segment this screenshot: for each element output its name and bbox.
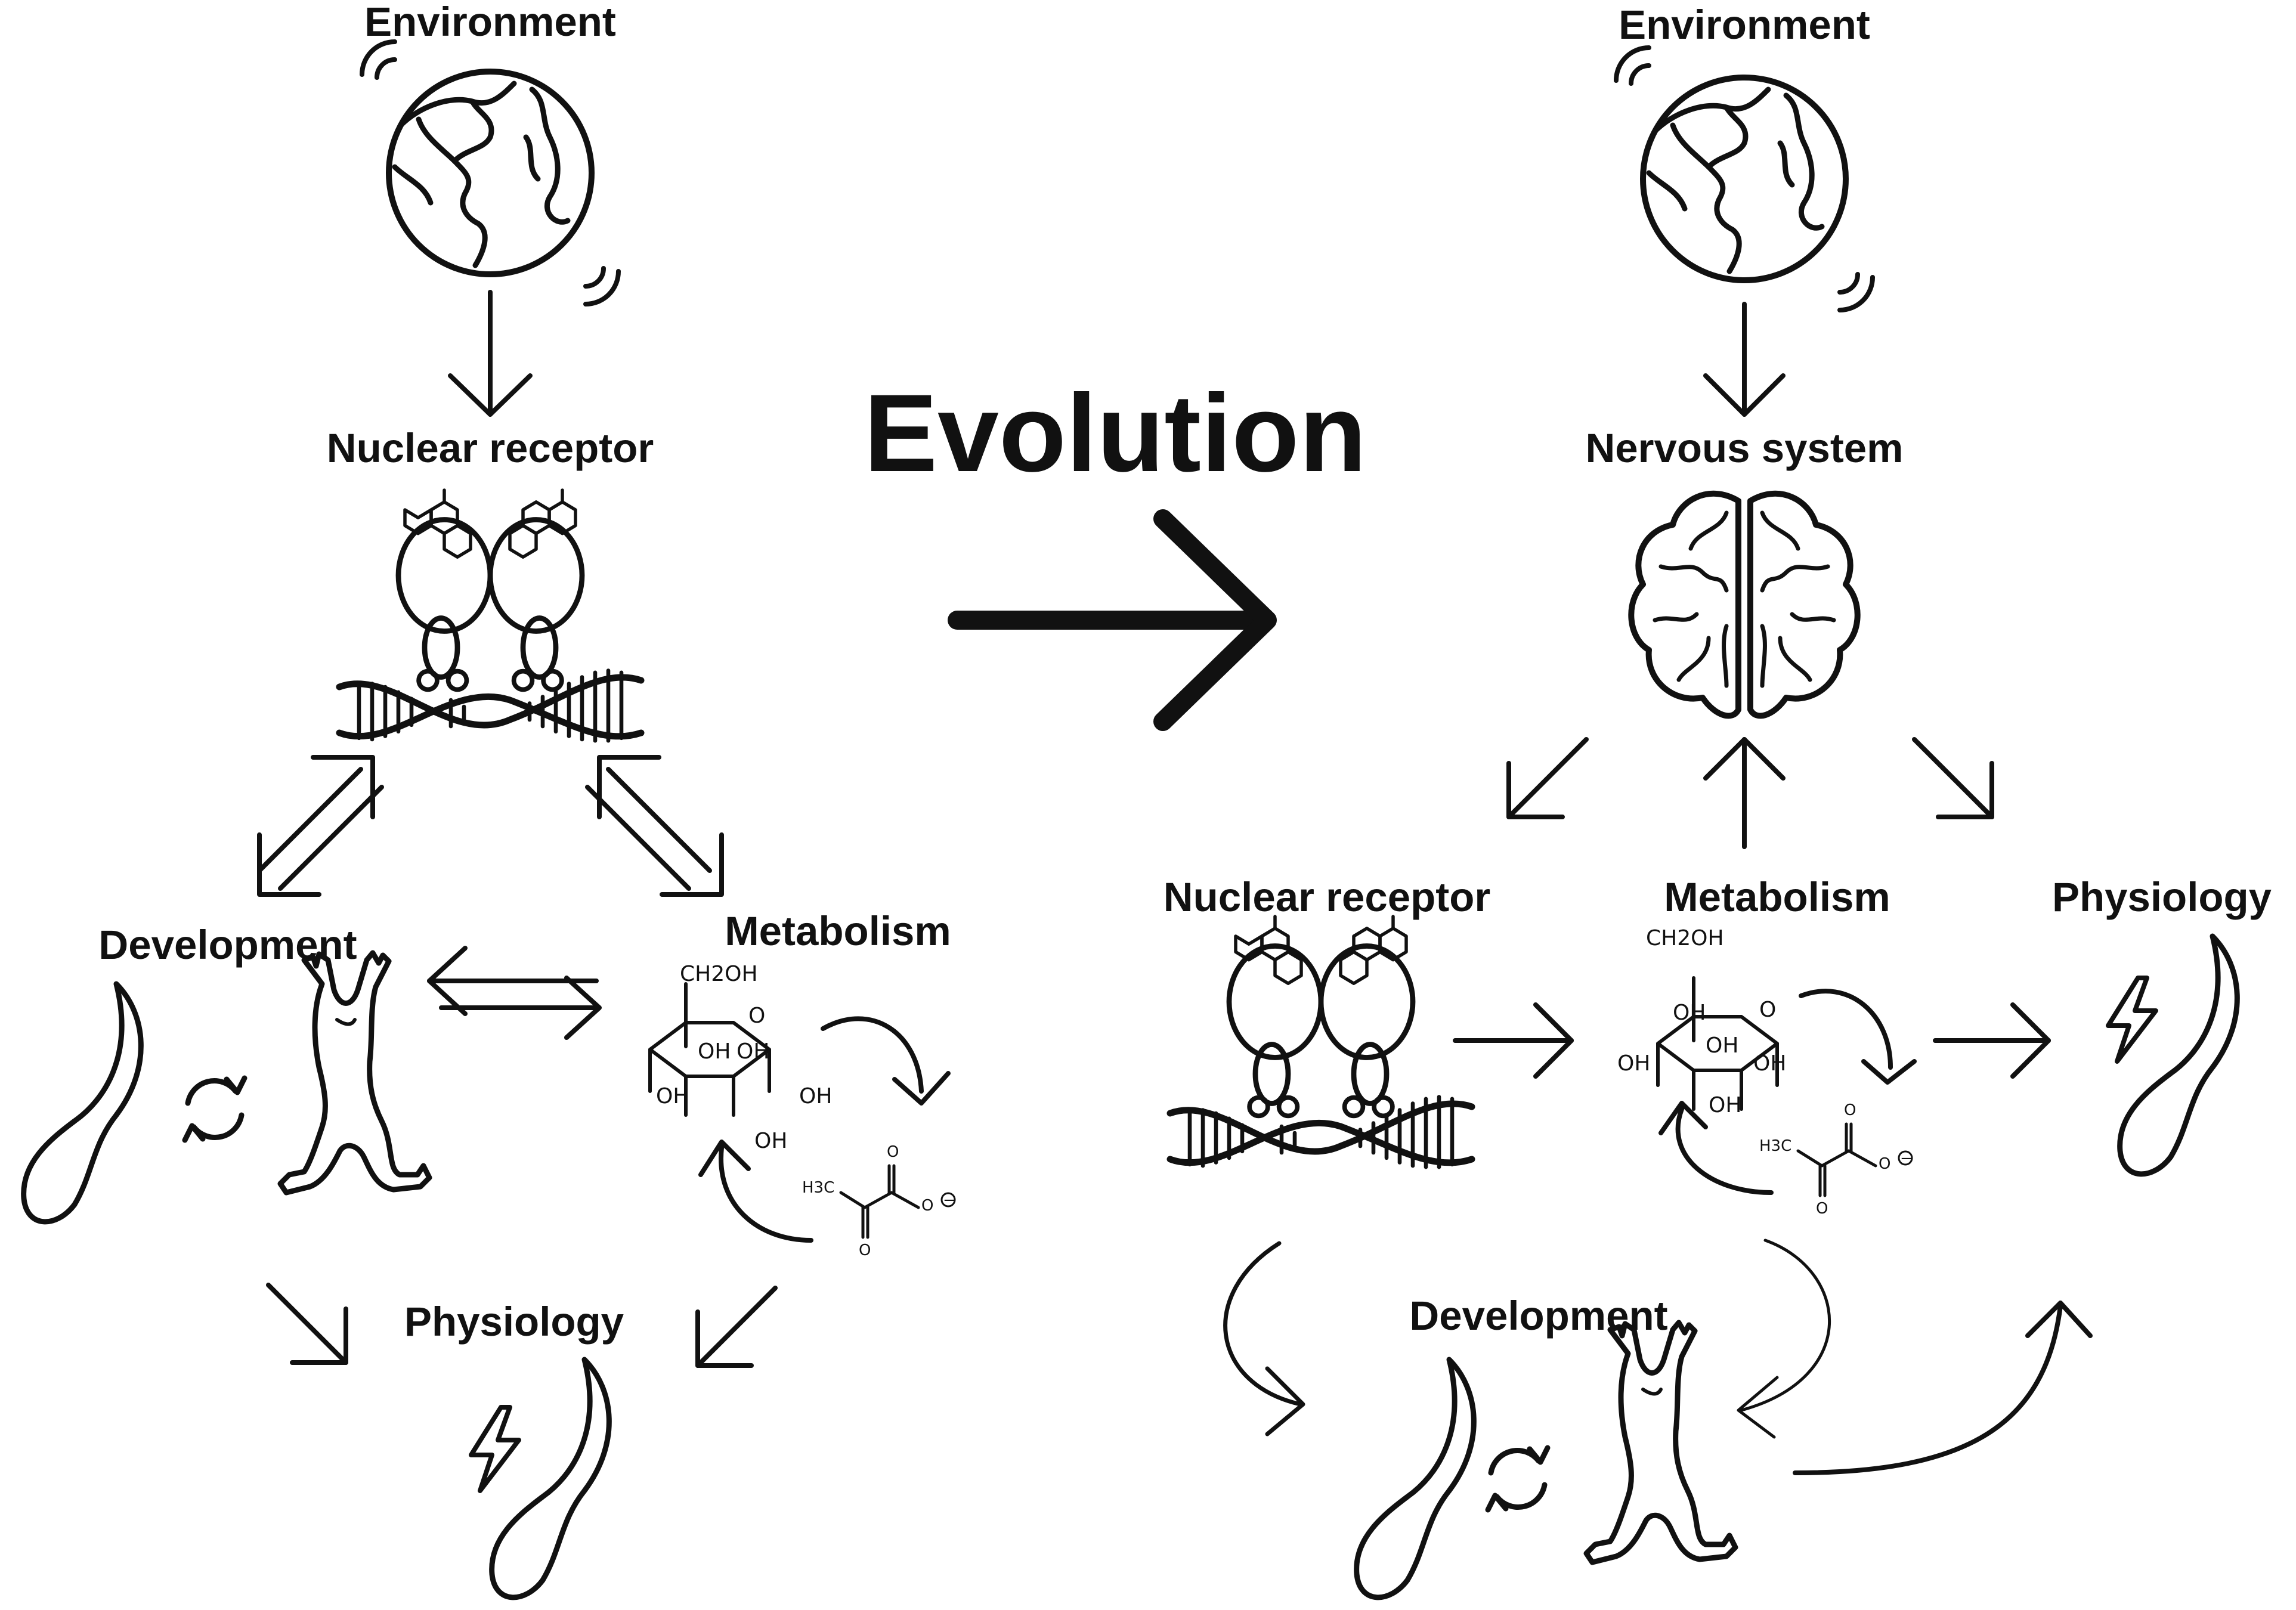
left-receptor-development-arrows: [257, 755, 384, 897]
right-metabolism-development-arrow: [1737, 1239, 1831, 1439]
left-metabolism-label: Metabolism: [725, 908, 951, 954]
right-tadpole-icon: [1357, 1360, 1474, 1597]
left-globe-icon: [362, 42, 618, 304]
left-development-metabolism-arrows: [427, 946, 602, 1040]
left-env-arrow: [448, 290, 533, 417]
right-metabolism-cycle-arrows: [1658, 989, 1917, 1195]
left-pyruvate-o-bottom: O: [859, 1241, 871, 1259]
left-environment-label: Environment: [364, 0, 616, 45]
right-globe-icon: [1616, 48, 1873, 310]
right-glucose-oh-3: OH: [1617, 1051, 1650, 1076]
right-pyruvate-charge: −: [1900, 1150, 1913, 1168]
right-env-arrow: [1703, 302, 1786, 417]
right-nuclear-receptor-label: Nuclear receptor: [1164, 874, 1490, 920]
right-nervous-system-label: Nervous system: [1585, 425, 1903, 471]
left-dev-physiology-arrow: [266, 1283, 348, 1365]
right-glucose-oh-4: OH: [1753, 1051, 1786, 1076]
right-brain-icon: [1631, 494, 1857, 716]
left-pyruvate-h3c-label: H3C: [802, 1179, 834, 1197]
right-physiology-tadpole-icon: [2120, 936, 2238, 1174]
right-glucose-o-label: O: [1759, 998, 1776, 1022]
right-brain-receptor-arrow: [1506, 737, 1589, 819]
right-development-physiology-arrow: [1793, 1301, 2093, 1475]
right-glucose-oh-5: OH: [1709, 1093, 1741, 1117]
left-receptor-metabolism-arrows: [585, 755, 724, 897]
left-cycle-icon: [185, 1078, 245, 1140]
right-pyruvate-h3c-label: H3C: [1759, 1137, 1791, 1155]
right-development-label: Development: [1409, 1293, 1667, 1339]
right-pyruvate-o-right: O: [1879, 1155, 1890, 1173]
left-glucose-oh-1: OH: [698, 1039, 731, 1064]
left-frog-icon: [280, 953, 429, 1193]
left-pyruvate-charge: −: [943, 1191, 956, 1209]
right-glucose-oh-1: OH: [1673, 1001, 1706, 1025]
right-nuclear-receptor-icon: [1170, 917, 1472, 1167]
right-physiology-bolt-icon: [2108, 978, 2156, 1061]
left-nuclear-receptor-label: Nuclear receptor: [327, 425, 654, 471]
left-glucose-oh-2: OH: [737, 1039, 769, 1064]
left-metabolism-cycle-arrows: [698, 1016, 951, 1243]
left-glucose-oh-4: OH: [799, 1084, 832, 1109]
left-glucose-oh-5: OH: [754, 1129, 787, 1153]
left-ch2oh-label: CH2OH: [680, 962, 758, 986]
right-metabolism-physiology-arrow: [1933, 1002, 2051, 1079]
left-glucose-o-label: O: [748, 1004, 765, 1028]
left-glucose-oh-3: OH: [656, 1084, 689, 1109]
left-met-physiology-arrow: [695, 1286, 778, 1368]
right-frog-icon: [1586, 1323, 1735, 1562]
right-receptor-metabolism-arrow: [1453, 1002, 1574, 1079]
evolution-title: Evolution: [864, 372, 1367, 495]
left-physiology-bolt-icon: [471, 1407, 519, 1491]
left-nuclear-receptor-icon: [339, 490, 641, 741]
right-environment-label: Environment: [1619, 2, 1870, 48]
right-physiology-label: Physiology: [2052, 874, 2272, 920]
right-pyruvate-o-bottom: O: [1816, 1200, 1828, 1218]
left-pyruvate-o-right: O: [921, 1197, 933, 1215]
right-ch2oh-label: CH2OH: [1646, 926, 1724, 950]
left-tadpole-icon: [24, 984, 141, 1222]
right-metabolism-brain-arrow: [1703, 737, 1786, 849]
right-brain-physiology-arrow: [1912, 737, 1994, 819]
left-physiology-label: Physiology: [404, 1299, 624, 1345]
left-pyruvate-o-top: O: [887, 1143, 899, 1161]
right-pyruvate-o-top: O: [1844, 1101, 1856, 1119]
right-metabolism-label: Metabolism: [1664, 874, 1890, 920]
evolution-arrow: [948, 509, 1277, 731]
right-glucose-oh-2: OH: [1706, 1033, 1738, 1058]
right-pyruvate-icon: [1798, 1124, 1912, 1196]
right-receptor-development-arrow: [1223, 1241, 1305, 1436]
left-physiology-tadpole-icon: [492, 1360, 609, 1597]
left-pyruvate-icon: [841, 1166, 955, 1237]
right-cycle-icon: [1488, 1448, 1548, 1510]
